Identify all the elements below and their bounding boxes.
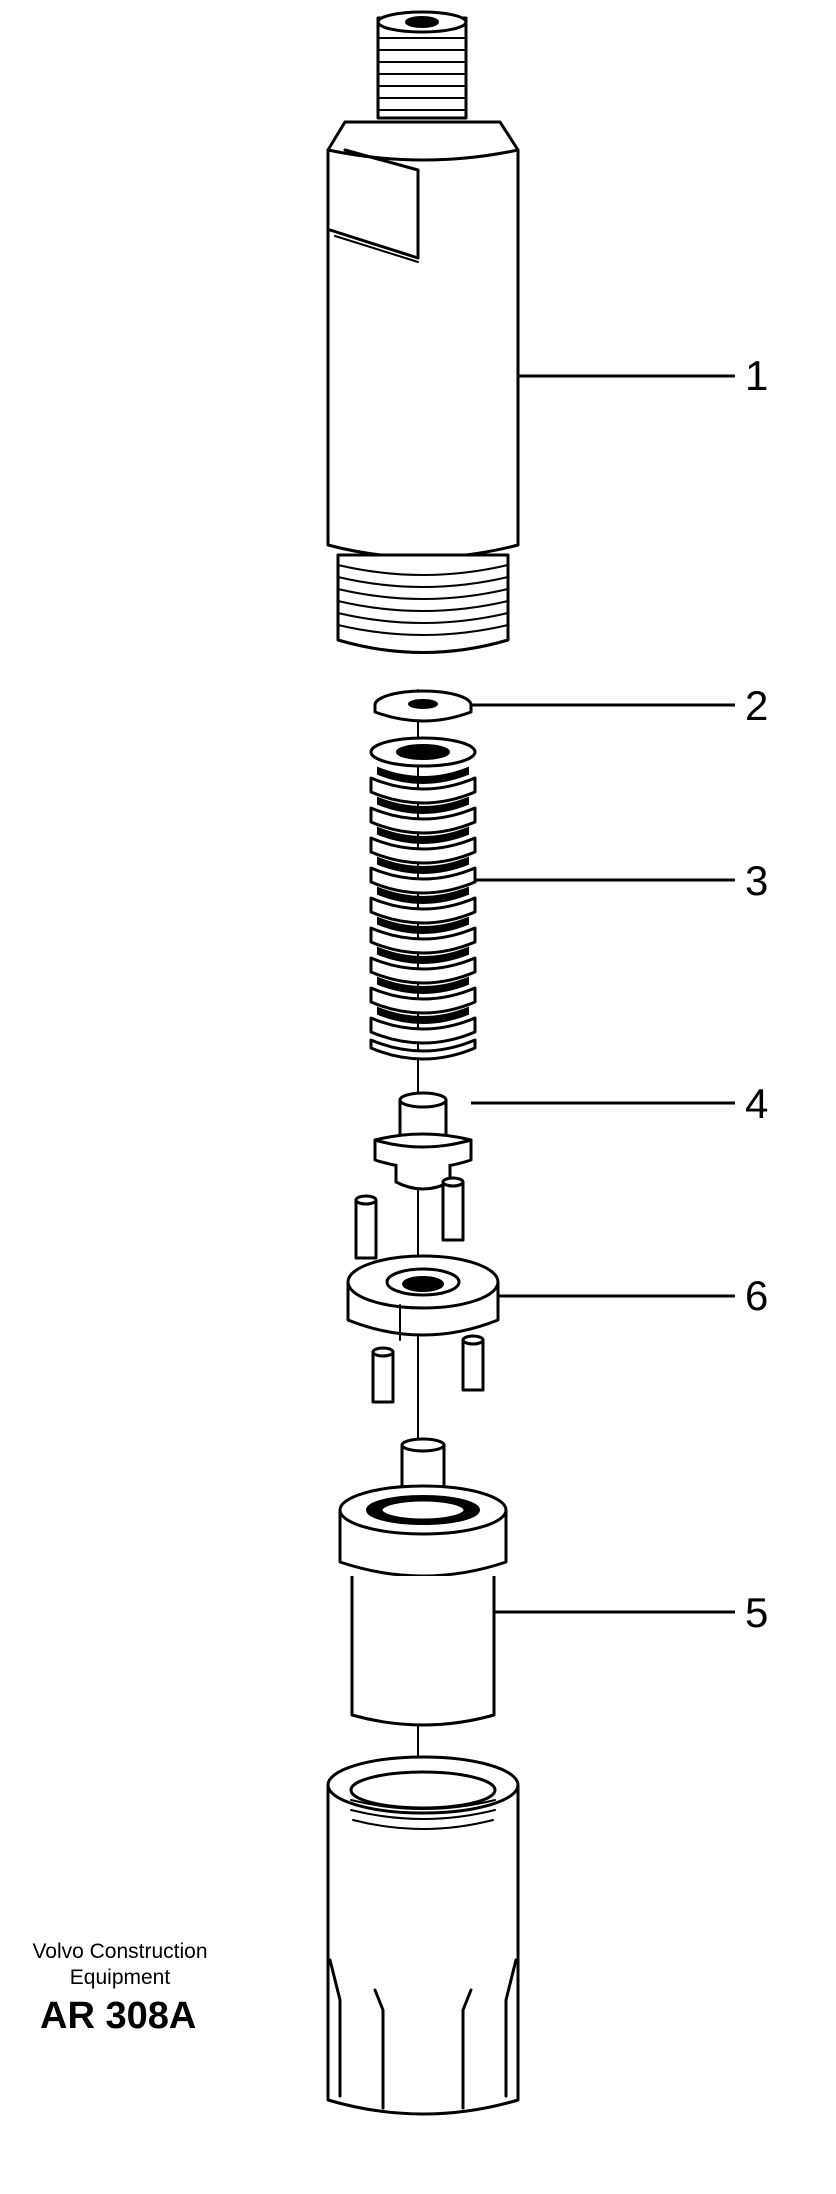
callout-2: 2 (745, 682, 768, 729)
part-4-spring-seat (373, 1091, 473, 1191)
callout-1: 1 (745, 352, 768, 399)
callout-5: 5 (745, 1589, 768, 1636)
part-2-shim-washer (373, 689, 473, 723)
nozzle-retaining-nut (326, 1755, 520, 2116)
part-1-holder-body (326, 10, 520, 654)
brand-name-line-1: Volvo Construction (32, 1940, 208, 1963)
part-3-compression-spring (369, 736, 477, 1061)
brand-name-line-2: Equipment (69, 1966, 171, 1989)
drawing-code: AR 308A (40, 1995, 197, 2037)
callout-3: 3 (745, 857, 768, 904)
callout-6: 6 (745, 1272, 768, 1319)
part-6-intermediate-plate (346, 1176, 500, 1404)
callout-4: 4 (745, 1080, 768, 1127)
part-5-nozzle (338, 1437, 508, 1727)
